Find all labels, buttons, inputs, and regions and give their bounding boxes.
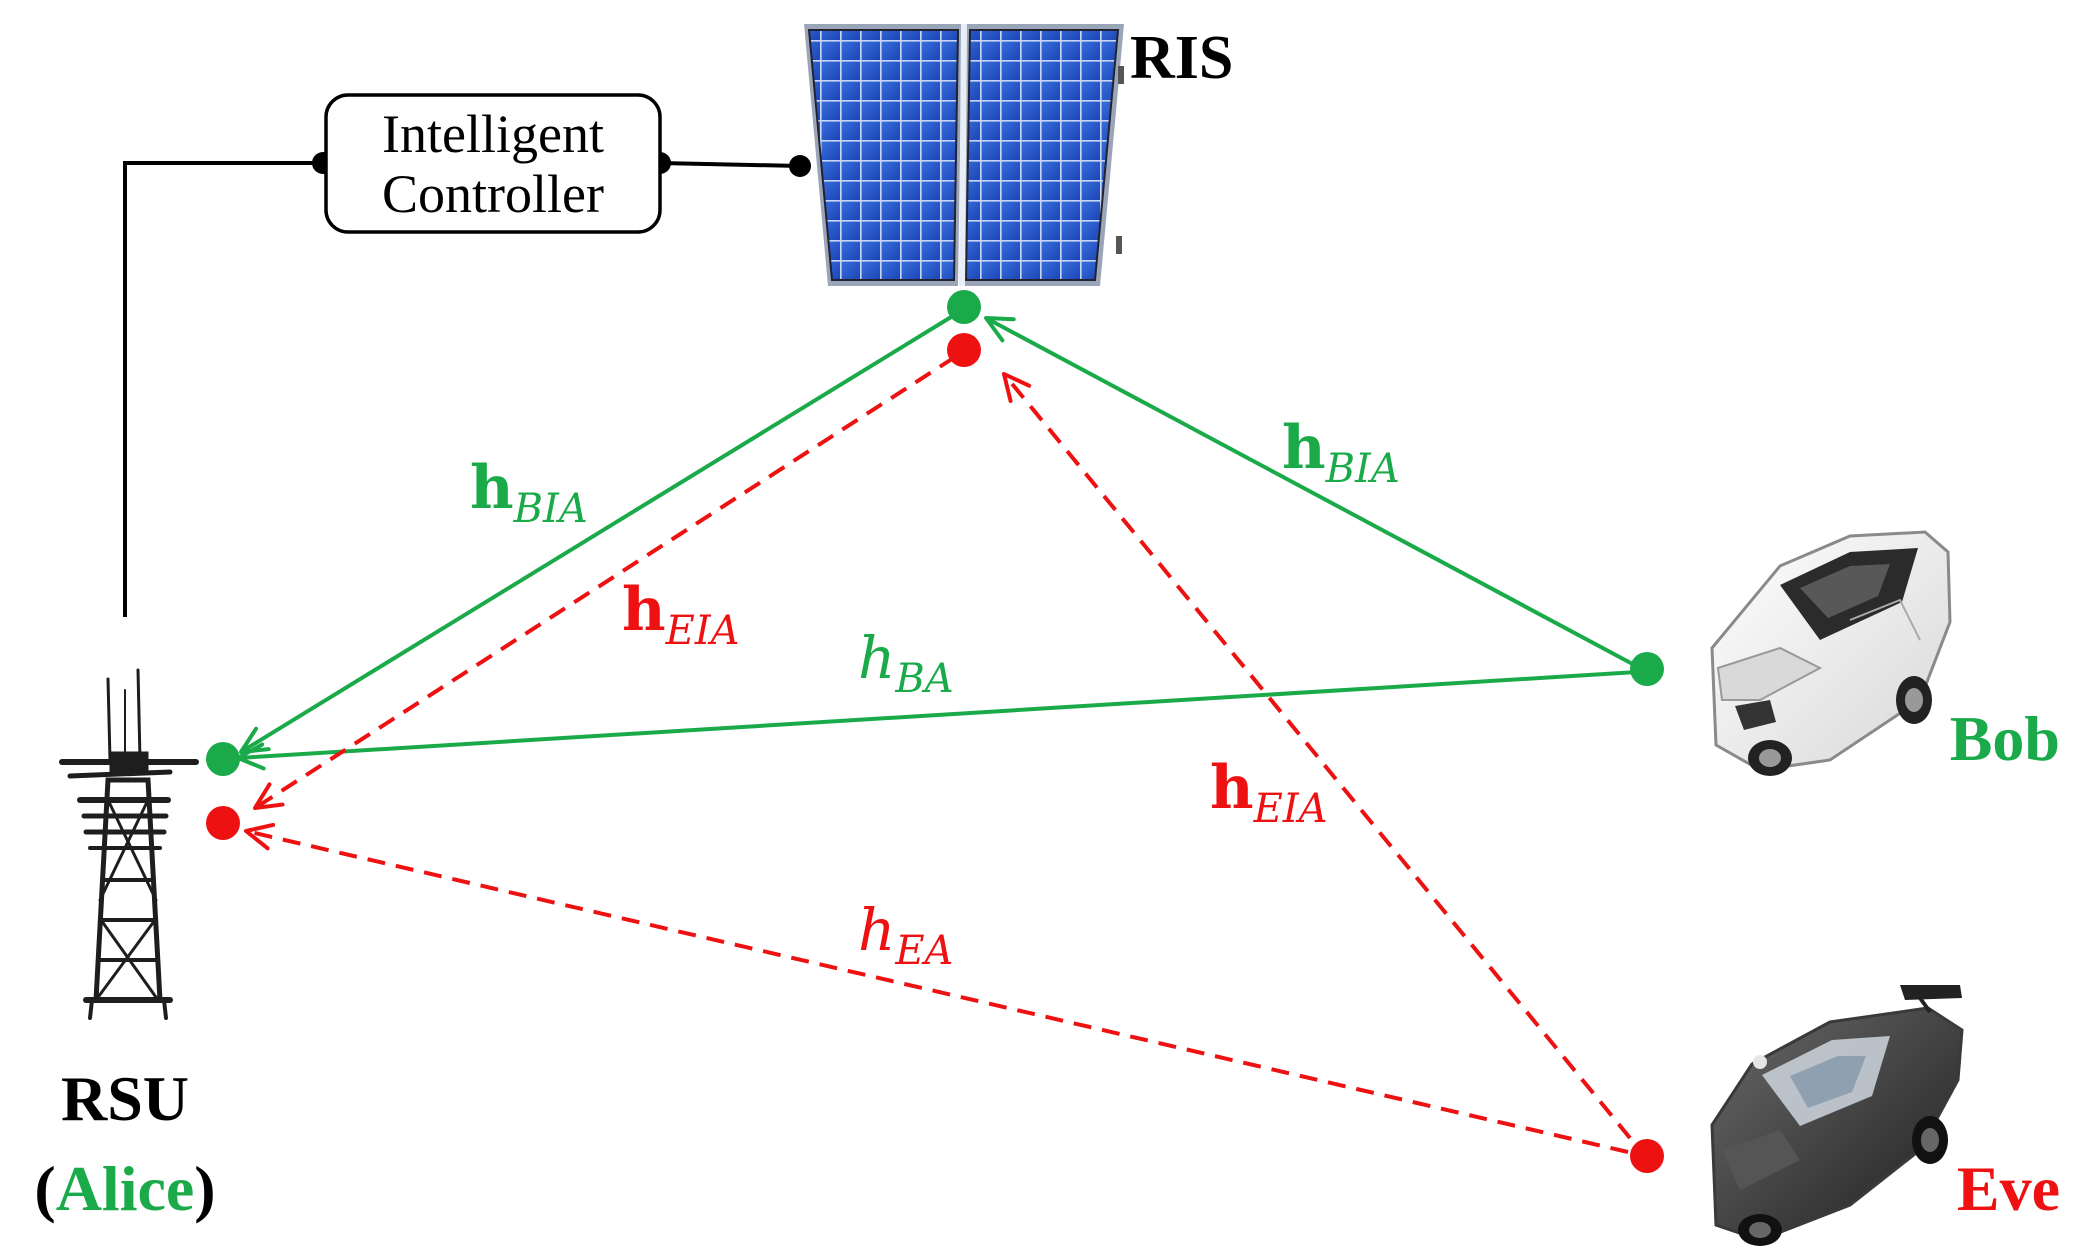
white-suv-icon	[1710, 530, 1952, 776]
channel-ea-line	[244, 822, 1629, 1154]
alice-green-node	[206, 742, 240, 776]
bob-label: Bob	[1950, 703, 2060, 774]
label-h-eia-right: hEIA	[1210, 753, 1328, 832]
channel-ba-line	[236, 670, 1638, 771]
label-h-bia-left: hBIA	[470, 453, 588, 532]
tower-icon	[59, 668, 199, 1020]
alice-open-paren: (	[34, 1153, 55, 1224]
ris-label: RIS	[1130, 24, 1233, 92]
ris-red-node	[947, 333, 981, 367]
channel-bia-right-line	[984, 316, 1641, 670]
eve-label: Eve	[1957, 1153, 2060, 1224]
label-h-bia-right: hBIA	[1282, 413, 1400, 492]
channel-eia-left-line	[253, 355, 957, 810]
alice-red-node	[206, 806, 240, 840]
channel-bia-left-line	[239, 312, 958, 754]
label-h-ba: hBA	[858, 624, 954, 702]
alice-name: Alice	[56, 1153, 195, 1224]
ris-green-node	[947, 290, 981, 324]
eve-node	[1630, 1139, 1664, 1173]
intelligent-controller-box: Intelligent Controller	[324, 93, 662, 234]
label-h-eia-left: hEIA	[622, 575, 740, 654]
alice-close-paren: )	[194, 1153, 215, 1224]
alice-label: (Alice)	[34, 1153, 215, 1224]
controller-label-line1: Intelligent	[382, 104, 604, 164]
rsu-label: RSU	[61, 1063, 189, 1134]
channel-lines	[236, 312, 1641, 1154]
solar-panel-icon	[804, 23, 1124, 287]
wire-node-ris	[789, 155, 811, 177]
black-sports-car-icon	[1710, 985, 1964, 1246]
controller-wiring	[123, 152, 811, 617]
channel-eia-right-line	[1002, 372, 1632, 1140]
bob-node	[1630, 652, 1664, 686]
controller-label-line2: Controller	[382, 164, 604, 224]
label-h-ea: hEA	[858, 896, 953, 974]
